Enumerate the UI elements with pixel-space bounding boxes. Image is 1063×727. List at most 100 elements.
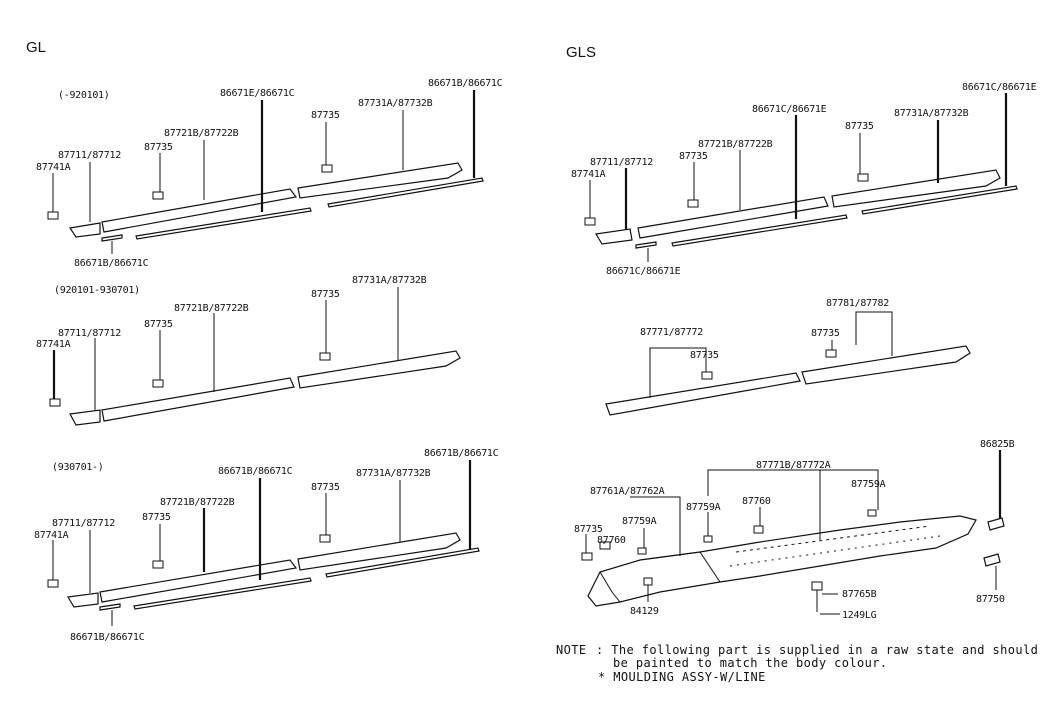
note-line-3: * MOULDING ASSY-W/LINE bbox=[598, 670, 766, 684]
part-label: 87741A bbox=[34, 530, 69, 541]
part-label: 86671E/86671C bbox=[220, 88, 295, 99]
part-label: 86671B/86671C bbox=[218, 466, 293, 477]
front-moulding bbox=[67, 592, 99, 608]
clip bbox=[703, 535, 713, 543]
part-label: 86671C/86671E bbox=[752, 104, 827, 115]
note-line-2: be painted to match the body colour. bbox=[613, 656, 888, 670]
part-label: 87735 bbox=[311, 110, 340, 121]
section-title-gl: GL bbox=[26, 39, 46, 56]
part-label: 87759A bbox=[622, 516, 657, 527]
note-line-1: : The following part is supplied in a ra… bbox=[596, 643, 1038, 657]
rocker-panel-moulding bbox=[587, 515, 977, 607]
clip bbox=[47, 211, 59, 220]
door-moulding-rear bbox=[831, 169, 1001, 208]
clip bbox=[319, 352, 331, 361]
part-label: 86671B/86671C bbox=[424, 448, 499, 459]
part-label: 1249LG bbox=[842, 610, 877, 621]
part-label: 87741A bbox=[36, 339, 71, 350]
clip bbox=[599, 541, 611, 550]
front-moulding bbox=[68, 222, 101, 238]
lower-strip-front bbox=[133, 577, 312, 610]
clip bbox=[825, 349, 837, 358]
part-label: 87711/87712 bbox=[52, 518, 115, 529]
bolt bbox=[987, 517, 1005, 531]
door-moulding-front bbox=[99, 559, 298, 603]
clip bbox=[857, 173, 869, 182]
part-label: 86825B bbox=[980, 439, 1015, 450]
part-label: 87711/87712 bbox=[590, 157, 653, 168]
part-label: 87731A/87732B bbox=[356, 468, 431, 479]
part-label: 87759A bbox=[851, 479, 886, 490]
lower-strip-rear bbox=[327, 177, 484, 208]
part-label: 84129 bbox=[630, 606, 659, 617]
gl-diagram-2: (920101-930701) 87731A/87732B 87735 8772… bbox=[36, 275, 461, 426]
clip bbox=[581, 552, 593, 561]
gl-diagram-1: (-920101) 86671B/86671C 86671E/86671C 87… bbox=[36, 78, 503, 269]
part-label: 86671B/86671C bbox=[70, 632, 145, 643]
part-label: 87735 bbox=[142, 512, 171, 523]
clip bbox=[47, 579, 59, 588]
part-label: 87761A/87762A bbox=[590, 486, 665, 497]
part-label: 86671B/86671C bbox=[74, 258, 149, 269]
clip bbox=[152, 379, 164, 388]
clip bbox=[152, 560, 164, 569]
part-label: 87750 bbox=[976, 594, 1005, 605]
part-label: 87735 bbox=[811, 328, 840, 339]
lower-strip-rear bbox=[861, 185, 1018, 215]
front-moulding bbox=[595, 228, 633, 245]
part-label: 87721B/87722B bbox=[174, 303, 249, 314]
part-label: 86671C/86671E bbox=[606, 266, 681, 277]
note-block: NOTE : The following part is supplied in… bbox=[556, 643, 1038, 684]
period-label: (930701-) bbox=[52, 462, 104, 473]
section-title-gls: GLS bbox=[566, 44, 596, 61]
clip bbox=[49, 398, 61, 407]
part-label: 87771/87772 bbox=[640, 327, 703, 338]
part-label: 86671C/86671E bbox=[962, 82, 1037, 93]
part-label: 87711/87712 bbox=[58, 150, 121, 161]
clip bbox=[643, 577, 653, 586]
part-label: 87731A/87732B bbox=[352, 275, 427, 286]
part-label: 87741A bbox=[571, 169, 606, 180]
door-moulding-rear bbox=[297, 532, 461, 571]
part-label: 87735 bbox=[144, 142, 173, 153]
part-label: 87721B/87722B bbox=[160, 497, 235, 508]
part-label: 87760 bbox=[597, 535, 626, 546]
part-label: 87731A/87732B bbox=[358, 98, 433, 109]
gl-diagram-3: (930701-) 86671B/86671C 86671B/86671C 87… bbox=[34, 448, 499, 643]
front-strip bbox=[99, 603, 121, 611]
part-label: 87735 bbox=[144, 319, 173, 330]
clip bbox=[867, 509, 877, 517]
part-label: 87741A bbox=[36, 162, 71, 173]
part-label: 87760 bbox=[742, 496, 771, 507]
screw bbox=[811, 581, 823, 591]
part-label: 87781/87782 bbox=[826, 298, 889, 309]
part-label: 87759A bbox=[686, 502, 721, 513]
gls-diagram-2: 87781/87782 87735 87771/87772 87735 bbox=[605, 298, 971, 416]
clip bbox=[637, 547, 647, 555]
part-label: 87731A/87732B bbox=[894, 108, 969, 119]
door-moulding-rear bbox=[297, 350, 461, 389]
part-label: 87735 bbox=[574, 524, 603, 535]
part-label: 87721B/87722B bbox=[164, 128, 239, 139]
lower-strip-front bbox=[135, 207, 312, 240]
clip bbox=[753, 525, 764, 534]
gls-diagram-1: 86671C/86671E 86671C/86671E 87731A/87732… bbox=[571, 82, 1037, 277]
door-moulding-rear bbox=[297, 162, 463, 199]
clip bbox=[319, 534, 331, 543]
clip bbox=[152, 191, 164, 200]
front-strip bbox=[635, 241, 657, 249]
part-label: 87711/87712 bbox=[58, 328, 121, 339]
clip bbox=[687, 199, 699, 208]
door-moulding-rear bbox=[801, 345, 971, 385]
part-label: 87721B/87722B bbox=[698, 139, 773, 150]
clip bbox=[584, 217, 596, 226]
gls-diagram-3: 86825B 87771B/87772A 87759A 87761A/87762… bbox=[574, 439, 1015, 621]
door-moulding-front bbox=[605, 372, 801, 416]
period-label: (920101-930701) bbox=[54, 285, 140, 296]
period-label: (-920101) bbox=[58, 90, 110, 101]
bolt bbox=[983, 553, 1001, 567]
front-strip bbox=[101, 234, 123, 242]
part-label: 87735 bbox=[690, 350, 719, 361]
lower-strip-front bbox=[671, 214, 848, 247]
